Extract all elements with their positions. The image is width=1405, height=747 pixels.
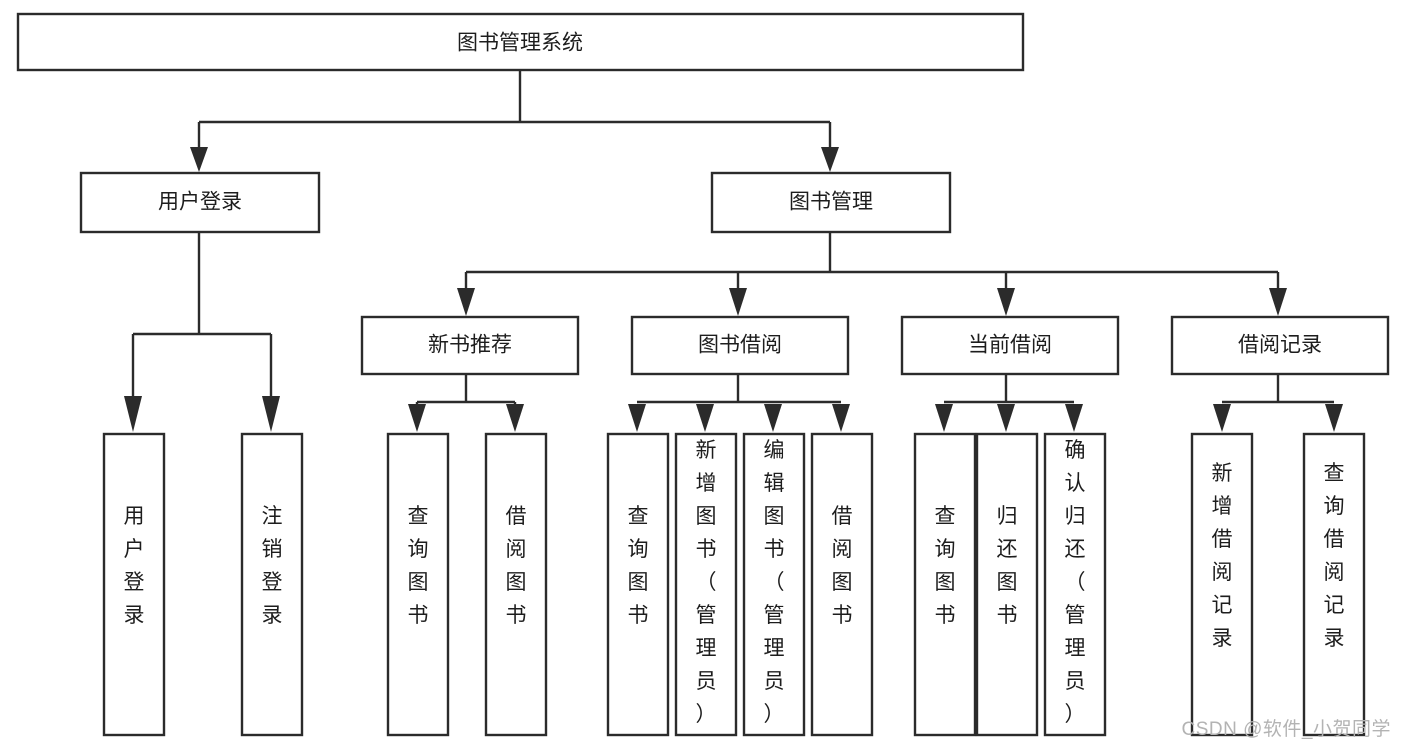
node-user-login[interactable]: 用户登录 [79, 171, 321, 234]
node-leaf-add-book-label: 新增图书（管理员） [696, 439, 717, 726]
arrow-head-leaf-return-book [997, 404, 1015, 432]
node-leaf-add-record-box[interactable] [1190, 432, 1254, 737]
connector-group-current-borrow [935, 374, 1083, 432]
node-leaf-query-book-1-box[interactable] [386, 432, 450, 737]
node-leaf-query-record[interactable]: 查询借阅记录 [1302, 432, 1366, 737]
node-user-login-box[interactable] [79, 171, 321, 234]
arrow-head-leaf-borrow-book-2 [832, 404, 850, 432]
arrow-head-current-borrow [997, 288, 1015, 316]
arrow-head-leaf-query-record [1325, 404, 1343, 432]
arrow-head-leaf-query-book-3 [935, 404, 953, 432]
node-leaf-edit-book[interactable]: 编辑图书（管理员） [742, 432, 806, 737]
arrow-head-leaf-query-book-1 [408, 404, 426, 432]
node-leaf-query-book-1[interactable]: 查询图书 [386, 432, 450, 737]
node-root-label: 图书管理系统 [457, 32, 583, 55]
arrow-head-leaf-user-login [124, 396, 142, 432]
node-leaf-logout-box[interactable] [240, 432, 304, 737]
node-leaf-user-login-box[interactable] [102, 432, 166, 737]
node-leaf-add-record[interactable]: 新增借阅记录 [1190, 432, 1254, 737]
node-leaf-borrow-book-1-box[interactable] [484, 432, 548, 737]
connector-group-root [190, 70, 839, 172]
arrow-head-leaf-add-book [696, 404, 714, 432]
connector-group-new-book-rec [408, 374, 524, 432]
node-leaf-add-book[interactable]: 新增图书（管理员） [674, 432, 738, 737]
arrow-head-leaf-borrow-book-1 [506, 404, 524, 432]
node-book-borrow[interactable]: 图书借阅 [630, 315, 850, 376]
connector-group-book-manage [457, 232, 1287, 316]
connector-group-user-login [124, 232, 280, 432]
node-leaf-user-login[interactable]: 用户登录 [102, 432, 166, 737]
node-leaf-query-book-1-label: 查询图书 [408, 505, 429, 627]
connector-group-book-borrow [628, 374, 850, 432]
arrow-head-user-login [190, 147, 208, 172]
node-leaf-borrow-book-1[interactable]: 借阅图书 [484, 432, 548, 737]
node-book-manage-label: 图书管理 [789, 191, 873, 214]
node-new-book-rec-box[interactable] [360, 315, 580, 376]
node-leaf-borrow-book-2[interactable]: 借阅图书 [810, 432, 874, 737]
arrow-head-leaf-edit-book [764, 404, 782, 432]
node-leaf-query-book-3[interactable]: 查询图书 [913, 432, 977, 737]
node-leaf-logout[interactable]: 注销登录 [240, 432, 304, 737]
node-leaf-query-book-3-box[interactable] [913, 432, 977, 737]
node-leaf-confirm-return[interactable]: 确认归还（管理员） [1043, 432, 1107, 737]
node-leaf-add-book-box[interactable] [674, 432, 738, 737]
arrow-head-book-manage [821, 147, 839, 172]
node-leaf-confirm-return-box[interactable] [1043, 432, 1107, 737]
node-leaf-user-login-label: 用户登录 [124, 505, 145, 627]
node-leaf-borrow-book-2-box[interactable] [810, 432, 874, 737]
node-leaf-add-record-label: 新增借阅记录 [1212, 462, 1233, 650]
node-root-box[interactable] [16, 12, 1025, 72]
node-leaf-query-book-2-box[interactable] [606, 432, 670, 737]
node-new-book-rec-label: 新书推荐 [428, 334, 512, 357]
node-leaf-query-book-3-label: 查询图书 [935, 505, 956, 627]
arrow-head-leaf-query-book-2 [628, 404, 646, 432]
arrow-head-leaf-confirm-return [1065, 404, 1083, 432]
node-borrow-record-box[interactable] [1170, 315, 1390, 376]
node-new-book-rec[interactable]: 新书推荐 [360, 315, 580, 376]
node-book-borrow-box[interactable] [630, 315, 850, 376]
node-leaf-query-book-2-label: 查询图书 [628, 505, 649, 627]
node-root[interactable]: 图书管理系统 [16, 12, 1025, 72]
node-leaf-return-book-label: 归还图书 [997, 505, 1018, 627]
node-leaf-edit-book-label: 编辑图书（管理员） [764, 439, 785, 726]
node-current-borrow[interactable]: 当前借阅 [900, 315, 1120, 376]
node-borrow-record-label: 借阅记录 [1238, 334, 1322, 357]
node-book-manage-box[interactable] [710, 171, 952, 234]
node-leaf-borrow-book-2-label: 借阅图书 [832, 505, 853, 627]
node-current-borrow-label: 当前借阅 [968, 334, 1052, 357]
connector-group-borrow-record [1213, 374, 1343, 432]
node-leaf-return-book[interactable]: 归还图书 [975, 432, 1039, 737]
node-leaf-logout-label: 注销登录 [262, 505, 283, 627]
arrow-head-book-borrow [729, 288, 747, 316]
arrow-head-borrow-record [1269, 288, 1287, 316]
node-leaf-return-book-box[interactable] [975, 432, 1039, 737]
node-leaf-confirm-return-label: 确认归还（管理员） [1065, 439, 1086, 726]
node-book-manage[interactable]: 图书管理 [710, 171, 952, 234]
arrow-head-new-book-rec [457, 288, 475, 316]
node-borrow-record[interactable]: 借阅记录 [1170, 315, 1390, 376]
node-leaf-borrow-book-1-label: 借阅图书 [506, 505, 527, 627]
node-leaf-query-record-label: 查询借阅记录 [1324, 462, 1345, 650]
node-current-borrow-box[interactable] [900, 315, 1120, 376]
node-leaf-edit-book-box[interactable] [742, 432, 806, 737]
node-leaf-query-book-2[interactable]: 查询图书 [606, 432, 670, 737]
node-book-borrow-label: 图书借阅 [698, 334, 782, 357]
node-leaf-query-record-box[interactable] [1302, 432, 1366, 737]
arrow-head-leaf-add-record [1213, 404, 1231, 432]
arrow-head-leaf-logout [262, 396, 280, 432]
node-user-login-label: 用户登录 [158, 191, 242, 214]
